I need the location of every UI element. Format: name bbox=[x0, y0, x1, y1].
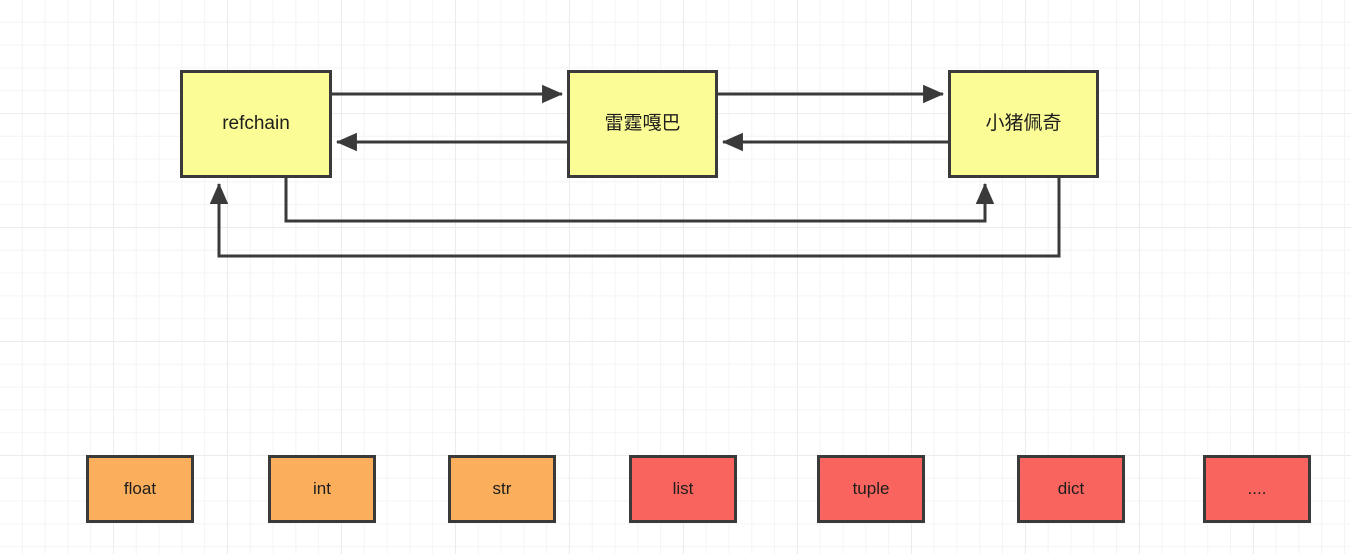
node-type-tuple-label: tuple bbox=[852, 478, 890, 498]
node-refchain-label: refchain bbox=[222, 112, 290, 134]
edge-peiqi-to-refchain bbox=[209, 178, 1061, 258]
node-type-float[interactable]: float bbox=[86, 455, 194, 523]
node-type-int-label: int bbox=[313, 478, 331, 498]
node-peiqi[interactable]: 小猪佩奇 bbox=[948, 70, 1099, 178]
node-type-more[interactable]: .... bbox=[1203, 455, 1311, 523]
node-type-str[interactable]: str bbox=[448, 455, 556, 523]
node-type-more-label: .... bbox=[1247, 478, 1267, 498]
node-refchain[interactable]: refchain bbox=[180, 70, 332, 178]
edge-refchain-to-peiqi bbox=[284, 178, 995, 223]
node-type-float-label: float bbox=[123, 478, 157, 498]
node-leiting[interactable]: 雷霆嘎巴 bbox=[567, 70, 718, 178]
node-type-dict[interactable]: dict bbox=[1017, 455, 1125, 523]
node-peiqi-label: 小猪佩奇 bbox=[985, 112, 1062, 134]
node-type-str-label: str bbox=[492, 478, 512, 498]
node-type-list[interactable]: list bbox=[629, 455, 737, 523]
node-type-int[interactable]: int bbox=[268, 455, 376, 523]
node-type-list-label: list bbox=[672, 478, 694, 498]
node-type-dict-label: dict bbox=[1057, 478, 1085, 498]
node-type-tuple[interactable]: tuple bbox=[817, 455, 925, 523]
node-leiting-label: 雷霆嘎巴 bbox=[604, 112, 681, 134]
